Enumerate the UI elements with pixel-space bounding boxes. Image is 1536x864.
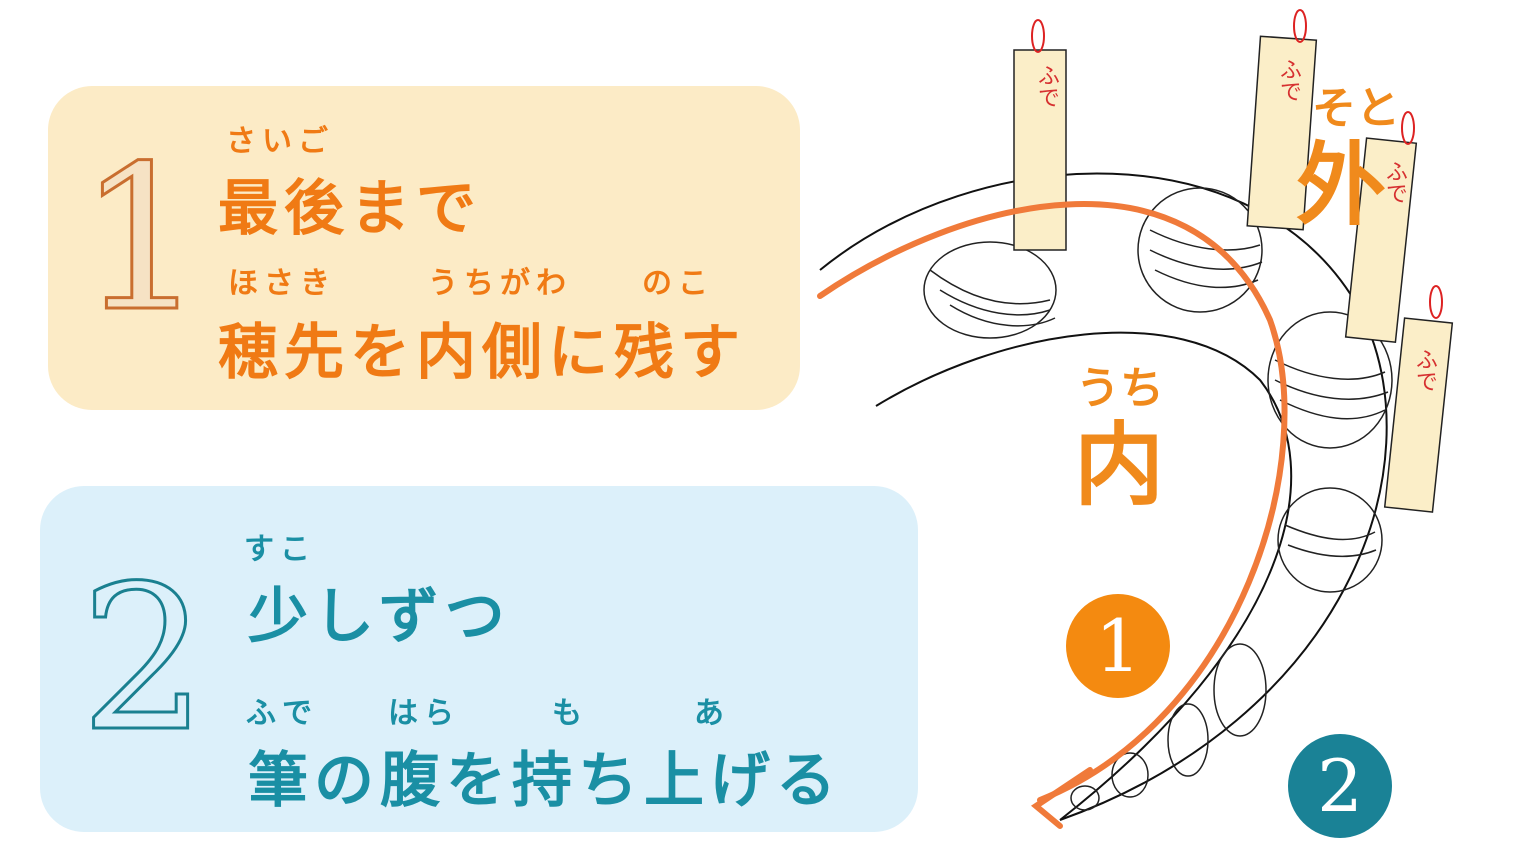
step1-ruby-noko: のこ <box>642 266 714 301</box>
step1-number: 1 <box>76 123 206 356</box>
stroke-path-arrow <box>817 201 1288 803</box>
step2-badge: 2 <box>1288 734 1392 838</box>
inner-ruby: うち <box>1076 363 1164 414</box>
step1-panel <box>48 86 800 410</box>
brush-handles <box>1013 35 1454 513</box>
step1-ruby-line1: さいご <box>226 124 334 159</box>
arrow-head <box>1030 767 1093 829</box>
step1-ruby-uchigawa: うちがわ <box>428 266 572 301</box>
step2-line2: 筆の腹を持ち上げる <box>248 746 842 816</box>
outer-label: 外 <box>1296 133 1386 238</box>
brush-label: ふで <box>1382 160 1407 204</box>
brush-stroke-diagram <box>817 9 1454 829</box>
inner-label: 内 <box>1074 413 1164 518</box>
step1-line1: 最後まで <box>218 174 482 244</box>
step2-ruby-suko: すこ <box>244 532 316 567</box>
step1-badge: 1 <box>1066 594 1170 698</box>
step1-line2: 穂先を内側に残す <box>218 318 746 388</box>
brush-hang-loops <box>1031 9 1443 319</box>
brush-label: ふで <box>1034 64 1059 108</box>
brush-head-sketches <box>923 187 1393 811</box>
brush-label: ふで <box>1276 58 1301 102</box>
step2-ruby-a: あ <box>694 696 730 731</box>
step2-line1: 少しずつ <box>248 582 511 652</box>
brush-label: ふで <box>1412 348 1437 392</box>
step1-ruby-hosaki: ほさき <box>228 266 336 301</box>
step2-ruby-fude: ふで <box>246 696 318 731</box>
step2-ruby-hara: はら <box>388 696 460 731</box>
step2-number: 2 <box>78 543 208 776</box>
step2-ruby-mo: も <box>552 696 588 731</box>
outer-ruby: そと <box>1312 83 1400 134</box>
step2-panel <box>40 486 918 832</box>
stroke-inner-edge <box>875 331 1293 821</box>
